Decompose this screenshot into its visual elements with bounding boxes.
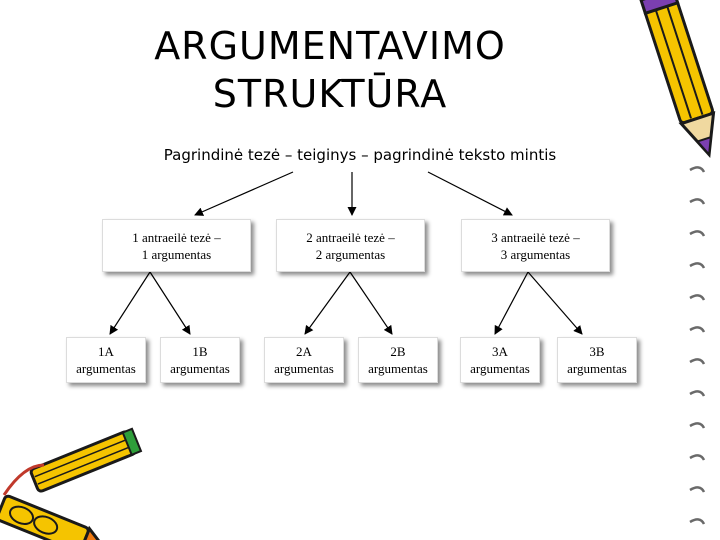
subthesis-2-line2: 2 argumentas: [315, 246, 386, 262]
subthesis-box-3: 3 antraeilė tezė – 3 argumentas: [461, 219, 610, 272]
argument-box-2B: 2B argumentas: [358, 337, 438, 383]
argument-1B-label: 1B: [192, 344, 208, 359]
argument-box-1A: 1A argumentas: [66, 337, 146, 383]
argument-2B-label: 2B: [390, 344, 406, 359]
argument-2B-text: argumentas: [368, 361, 428, 376]
argument-1A-label: 1A: [98, 344, 114, 359]
argument-3B-label: 3B: [589, 344, 605, 359]
subthesis-3-line2: 3 argumentas: [500, 246, 571, 262]
subthesis-box-1: 1 antraeilė tezė – 1 argumentas: [102, 219, 251, 272]
arrow-sub1-to-1B: [149, 271, 191, 335]
subthesis-box-2: 2 antraeilė tezė – 2 argumentas: [276, 219, 425, 272]
crayons-icon: [0, 427, 143, 540]
subthesis-2-line1: 2 antraeilė tezė –: [306, 229, 395, 245]
argument-1A-text: argumentas: [76, 361, 136, 376]
subthesis-1-line2: 1 argumentas: [141, 246, 212, 262]
arrow-sub3-to-3A: [494, 271, 529, 335]
argument-2A-text: argumentas: [274, 361, 334, 376]
main-thesis: Pagrindinė tezė – teiginys – pagrindinė …: [163, 146, 557, 164]
argument-box-2A: 2A argumentas: [264, 337, 344, 383]
arrow-sub1-to-1A: [109, 271, 151, 335]
spiral-binding-icon: [689, 166, 706, 525]
argument-2A-label: 2A: [296, 344, 312, 359]
slide-title: ARGUMENTAVIMO STRUKTŪRA: [100, 22, 560, 118]
arrow-sub3-to-3B: [527, 271, 583, 335]
argument-box-3B: 3B argumentas: [557, 337, 637, 383]
pencil-icon: [639, 0, 716, 159]
title-line-1: ARGUMENTAVIMO: [154, 24, 506, 68]
argument-3A-label: 3A: [492, 344, 508, 359]
title-line-2: STRUKTŪRA: [212, 72, 448, 116]
arrow-thesis-to-sub3: [427, 171, 513, 216]
argument-box-3A: 3A argumentas: [460, 337, 540, 383]
argument-3A-text: argumentas: [470, 361, 530, 376]
arrow-thesis-to-sub1: [194, 171, 294, 216]
arrow-sub2-to-2B: [349, 271, 393, 335]
argument-1B-text: argumentas: [170, 361, 230, 376]
argument-box-1B: 1B argumentas: [160, 337, 240, 383]
subthesis-1-line1: 1 antraeilė tezė –: [132, 229, 221, 245]
argument-3B-text: argumentas: [567, 361, 627, 376]
subthesis-3-line1: 3 antraeilė tezė –: [491, 229, 580, 245]
arrow-sub2-to-2A: [304, 271, 351, 335]
